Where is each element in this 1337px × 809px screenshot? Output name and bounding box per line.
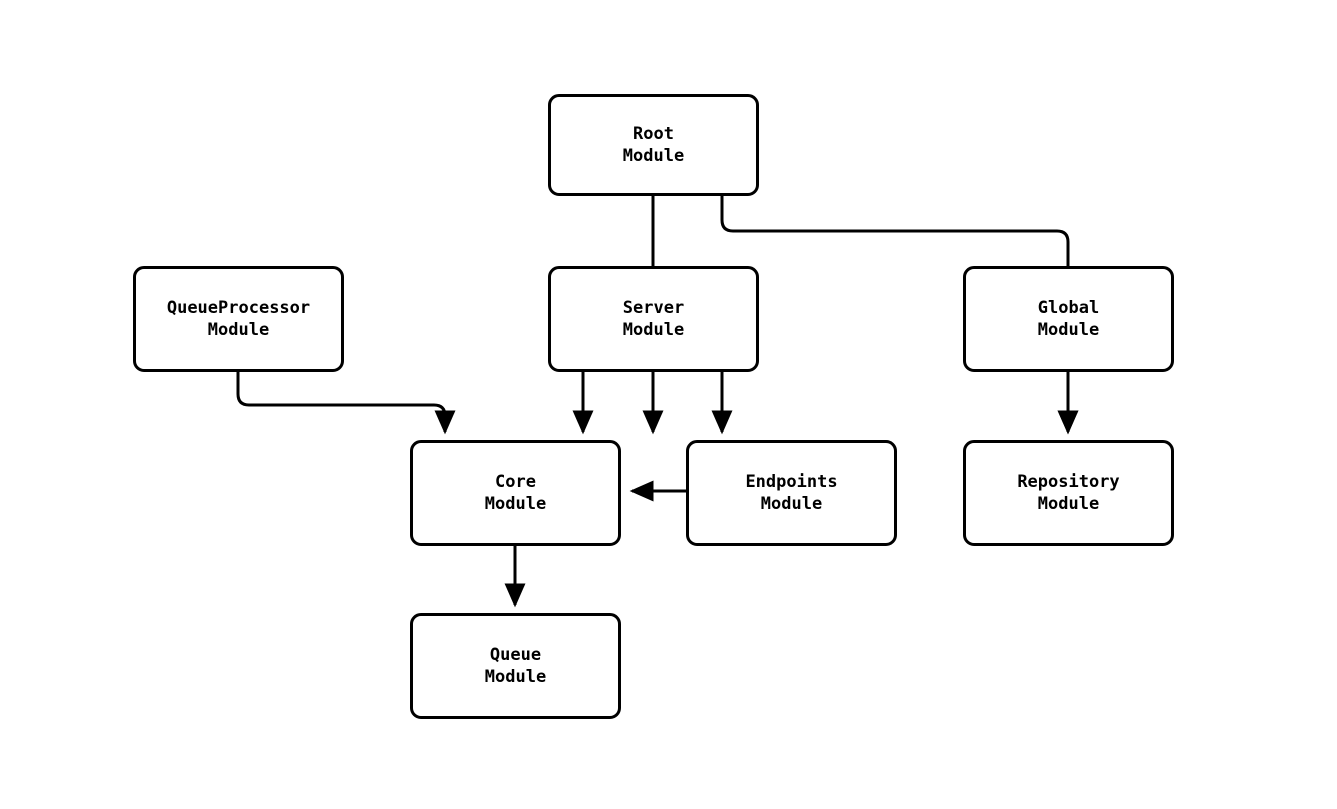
node-label-kind-repository: Module (1037, 494, 1100, 514)
node-label-name-repository: Repository (1017, 472, 1120, 492)
node-label-kind-queueprocessor: Module (207, 320, 270, 340)
node-label-name-core: Core (495, 472, 536, 492)
node-label-kind-root: Module (622, 146, 685, 166)
node-label-name-server: Server (622, 298, 685, 318)
node-label-name-endpoints: Endpoints (745, 472, 838, 492)
node-label-name-queueprocessor: QueueProcessor (166, 298, 311, 318)
node-label-kind-core: Module (484, 494, 547, 514)
node-label-name-root: Root (633, 124, 674, 144)
node-label-kind-global: Module (1037, 320, 1100, 340)
edge-queueprocessor-core (236, 372, 456, 435)
node-label-name-queue: Queue (489, 645, 542, 665)
node-label-kind-server: Module (622, 320, 685, 340)
node-label-kind-queue: Module (484, 667, 547, 687)
node-label-name-global: Global (1037, 298, 1100, 318)
node-label-kind-endpoints: Module (760, 494, 823, 514)
